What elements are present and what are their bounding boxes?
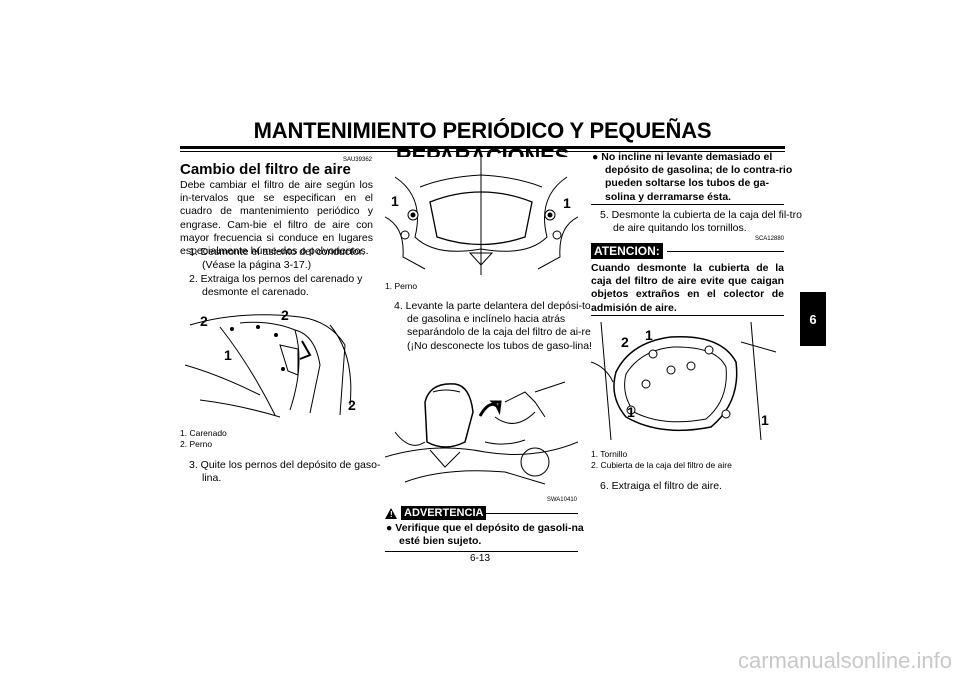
fig1-callout-d: 2 bbox=[348, 397, 356, 413]
caution-code: SCA12880 bbox=[754, 236, 784, 242]
fig1-callout-b: 2 bbox=[281, 307, 289, 323]
bullet-end-rule bbox=[591, 204, 784, 205]
section-code: SAU39362 bbox=[342, 157, 372, 163]
warning-code: SWA10410 bbox=[546, 497, 577, 503]
warning-icon: ! bbox=[385, 507, 397, 519]
tank-bolts-illustration bbox=[384, 157, 579, 275]
fig4-callout-a: 2 bbox=[621, 334, 629, 350]
caution-label: ATENCION: bbox=[591, 243, 663, 259]
chapter-tab: 6 bbox=[800, 292, 826, 346]
section-heading: Cambio del filtro de aire bbox=[180, 161, 351, 178]
fig2-callout-b: 1 bbox=[563, 195, 571, 211]
fig2-caption-1: 1. Perno bbox=[385, 281, 418, 291]
fig4-caption-1: 1. Tornillo bbox=[591, 449, 628, 459]
caution-bullet-text: No incline ni levante demasiado el depós… bbox=[601, 151, 793, 203]
warning-bullet: ● Verifique que el depósito de gasoli-na… bbox=[386, 522, 584, 548]
caution-rule bbox=[666, 250, 784, 252]
fig1-callout-a: 2 bbox=[200, 313, 208, 329]
step-5: 5. Desmonte la cubierta de la caja del f… bbox=[600, 209, 802, 235]
fig1-callout-c: 1 bbox=[224, 347, 232, 363]
step-1: 1. Desmonte el asiento del conductor. (V… bbox=[189, 246, 365, 272]
page-number: 6-13 bbox=[469, 553, 490, 564]
fig4-callout-c: 1 bbox=[627, 404, 635, 420]
fig4-callout-d: 1 bbox=[761, 412, 769, 428]
watermark: carmanualsonline.info bbox=[737, 648, 952, 673]
step-6: 6. Extraiga el filtro de aire. bbox=[600, 480, 722, 492]
header-rule bbox=[180, 146, 785, 149]
tank-lift-illustration bbox=[384, 381, 579, 485]
fairing-illustration bbox=[184, 314, 352, 418]
warning-rule bbox=[486, 512, 578, 514]
tank-lift-figure bbox=[384, 372, 579, 490]
warning-label: ADVERTENCIA bbox=[401, 506, 487, 520]
intro-paragraph: Debe cambiar el filtro de aire según los… bbox=[180, 179, 373, 258]
step-2: 2. Extraiga los pernos del carenado y de… bbox=[189, 273, 363, 299]
filter-cover-figure: 2 1 1 1 bbox=[590, 321, 784, 441]
fig1-caption-2: 2. Perno bbox=[180, 439, 213, 449]
caution-header: ATENCION: bbox=[591, 243, 784, 259]
warning-header: ! ADVERTENCIA bbox=[385, 506, 578, 520]
step-4: 4. Levante la parte delantera del depósi… bbox=[394, 300, 596, 352]
caution-text: Cuando desmonte la cubierta de la caja d… bbox=[591, 262, 784, 314]
fig2-callout-a: 1 bbox=[391, 193, 399, 209]
caution-bullet: ● No incline ni levante demasiado el dep… bbox=[592, 151, 793, 203]
fig1-caption-1: 1. Carenado bbox=[180, 428, 227, 438]
tank-bolts-figure: 1 1 bbox=[384, 157, 579, 275]
fig4-callout-b: 1 bbox=[645, 327, 653, 343]
fairing-figure: 2 2 1 2 bbox=[180, 305, 373, 423]
step-3: 3. Quite los pernos del depósito de gaso… bbox=[189, 459, 381, 485]
warning-text: Verifique que el depósito de gasoli-na e… bbox=[395, 522, 584, 548]
header-rule-thin bbox=[180, 151, 785, 152]
filter-cover-illustration bbox=[590, 321, 777, 441]
fig4-caption-2: 2. Cubierta de la caja del filtro de air… bbox=[591, 460, 732, 470]
warning-end-rule bbox=[385, 551, 578, 552]
caution-end-rule bbox=[591, 315, 784, 316]
